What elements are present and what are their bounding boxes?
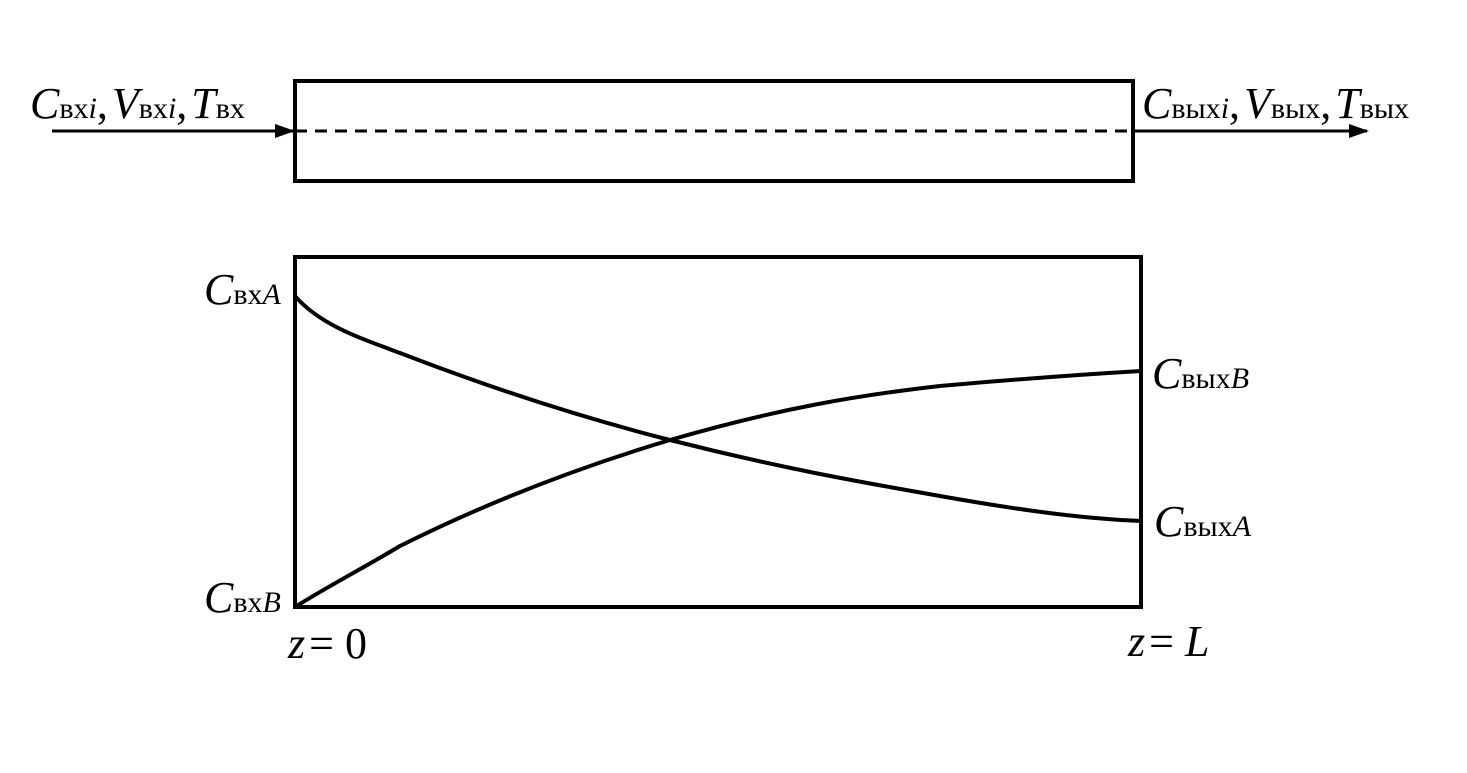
label-outlet-conc-b-symbol: C xyxy=(1152,349,1182,398)
profile-frame xyxy=(293,255,1143,609)
curve-component-a xyxy=(293,294,1142,523)
outlet-conc-index: i xyxy=(1220,92,1230,125)
z-start-variable: z xyxy=(288,619,306,668)
axis-label-z-start: z = 0 xyxy=(288,622,367,666)
z-start-value: = 0 xyxy=(309,619,367,668)
label-inlet-conc-a-symbol: C xyxy=(204,265,234,314)
outlet-sep-1: , xyxy=(1229,79,1241,128)
outlet-conditions-label: Cвыхi, Vвых, Tвых xyxy=(1142,82,1409,126)
label-outlet-conc-a: CвыхA xyxy=(1154,500,1251,544)
label-inlet-conc-a-sub: вх xyxy=(233,278,263,311)
inlet-conc-index: i xyxy=(88,92,97,125)
curve-component-b xyxy=(293,369,1142,609)
label-inlet-conc-b-sub: вх xyxy=(233,586,263,619)
label-inlet-conc-b-index: B xyxy=(262,586,281,619)
label-inlet-conc-a: CвхA xyxy=(204,268,281,312)
label-outlet-conc-a-sub: вых xyxy=(1183,510,1233,543)
label-outlet-conc-b-index: B xyxy=(1230,362,1250,395)
z-end-equals: = xyxy=(1149,617,1185,666)
inlet-temp-symbol: T xyxy=(191,79,216,128)
label-inlet-conc-b-symbol: C xyxy=(204,573,234,622)
inlet-flow-index: i xyxy=(167,92,177,125)
inlet-conc-sub: вх xyxy=(59,92,89,125)
outlet-temp-symbol: T xyxy=(1335,79,1360,128)
inlet-conditions-label: Cвхi, Vвхi, Tвх xyxy=(30,82,245,126)
label-outlet-conc-a-index: A xyxy=(1232,510,1252,543)
inlet-sep-1: , xyxy=(96,79,108,128)
inlet-conc-symbol: C xyxy=(30,79,60,128)
outlet-temp-sub: вых xyxy=(1359,92,1410,125)
outlet-flow-sub: вых xyxy=(1270,92,1321,125)
inlet-flow-sub: вх xyxy=(138,92,168,125)
z-end-length: L xyxy=(1184,617,1210,666)
inlet-sep-2: , xyxy=(176,79,188,128)
outlet-sep-2: , xyxy=(1320,79,1332,128)
label-inlet-conc-a-index: A xyxy=(262,278,281,311)
inlet-temp-sub: вх xyxy=(215,92,245,125)
inlet-flow-symbol: V xyxy=(111,79,139,128)
outlet-flow-symbol: V xyxy=(1244,79,1271,128)
axis-label-z-end: z = L xyxy=(1128,620,1209,664)
outlet-conc-sub: вых xyxy=(1171,92,1221,125)
label-outlet-conc-b-sub: вых xyxy=(1181,362,1231,395)
label-inlet-conc-b: CвхB xyxy=(204,576,281,620)
label-outlet-conc-a-symbol: C xyxy=(1154,497,1184,546)
outlet-conc-symbol: C xyxy=(1142,79,1172,128)
z-end-variable: z xyxy=(1128,617,1146,666)
label-outlet-conc-b: CвыхB xyxy=(1152,352,1249,396)
